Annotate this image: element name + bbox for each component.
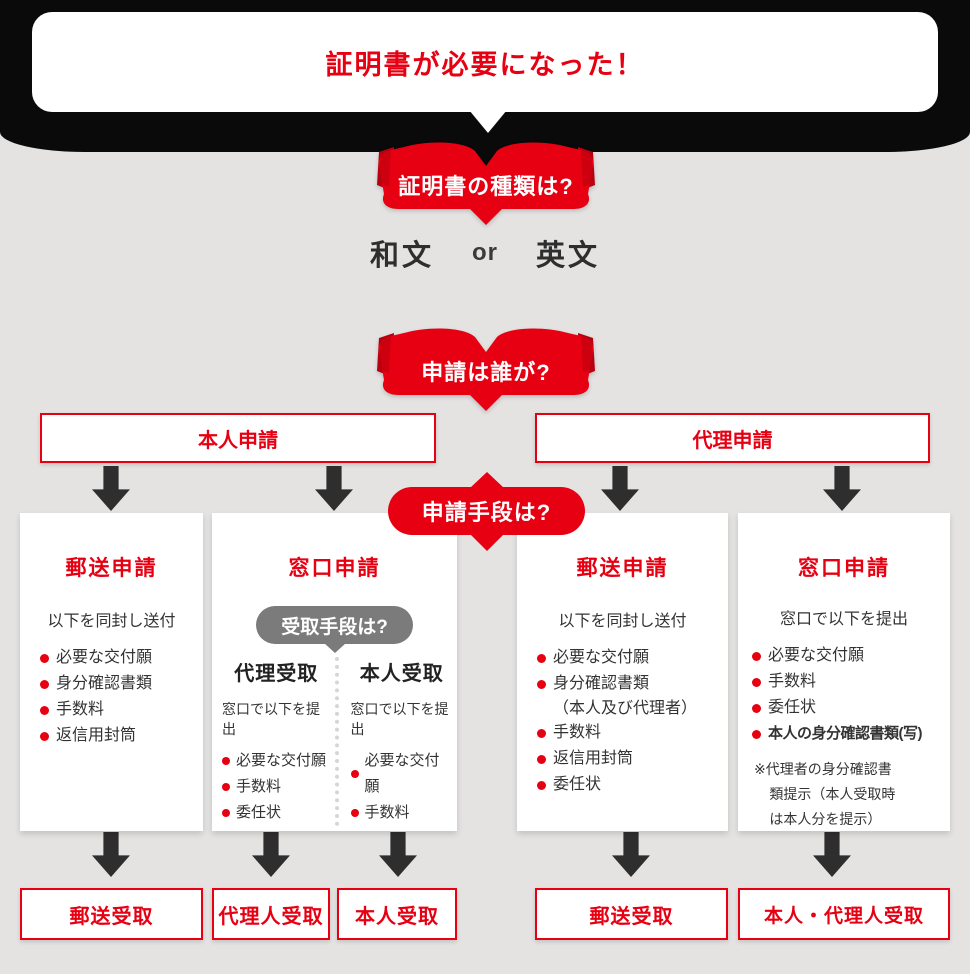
ribbon-who-applies: 申請は誰が? (374, 325, 598, 417)
option-or: or (472, 239, 498, 266)
bullet-dot-icon (350, 809, 359, 817)
result-box-mail-receive: 郵送受取 (535, 888, 728, 940)
bullet-dot-icon (40, 731, 49, 741)
list-item: 委任状 (752, 695, 940, 721)
card-bullet-list: 必要な交付願 身分確認書類 手数料 返信用封筒 (20, 645, 203, 749)
bubble-application-method: 申請手段は? (388, 472, 585, 551)
type-options-row: 和文 or 英文 (0, 232, 970, 274)
arrow-down-icon (379, 832, 417, 877)
card-bullet-list: 必要な交付願 手数料 委任状 本人の身分確認書類(写) (738, 643, 950, 747)
arrow-down-icon (315, 466, 353, 511)
card-subtitle: 窓口で以下を提出 (779, 611, 908, 628)
list-item: 返信用封筒 (40, 723, 193, 749)
question-application-method: 申請手段は? (421, 500, 552, 525)
bullet-dot-icon (752, 677, 761, 687)
list-item: 身分確認書類 (40, 671, 193, 697)
card-mail-proxy: 郵送申請 以下を同封し送付 必要な交付願 身分確認書類 （本人及び代理者） 手数… (517, 513, 728, 831)
bullet-dot-icon (537, 754, 546, 764)
bullet-dot-icon (40, 705, 49, 715)
column-title: 代理受取 (234, 663, 319, 685)
bullet-dot-icon (537, 653, 546, 663)
question-certificate-type: 証明書の種類は? (398, 174, 574, 199)
bullet-dot-icon (537, 728, 546, 738)
bullet-dot-icon (752, 651, 761, 661)
card-title: 窓口申請 (288, 557, 381, 580)
list-item: 手数料 (752, 669, 940, 695)
question-receive-method: 受取手段は? (281, 616, 388, 638)
list-item-subline: （本人及び代理者） (553, 700, 698, 717)
result-box-self-receive: 本人受取 (337, 888, 457, 940)
result-box-self-or-proxy-receive: 本人・代理人受取 (738, 888, 950, 940)
card-title: 窓口申請 (798, 557, 890, 580)
list-item: 必要な交付願 (537, 645, 718, 671)
bullet-dot-icon (40, 679, 49, 689)
card-window-self: 窓口申請 受取手段は? 代理受取 窓口で以下を提出 必要な交付願 手数料 委任状… (212, 513, 457, 831)
arrow-down-icon (813, 832, 851, 877)
ribbon-shape (377, 328, 595, 411)
option-japanese: 和文 (369, 240, 434, 272)
receive-columns: 代理受取 窓口で以下を提出 必要な交付願 手数料 委任状 本人受取 窓口で以下を… (212, 657, 457, 826)
option-english: 英文 (536, 240, 601, 272)
applicant-box-proxy: 代理申請 (535, 413, 930, 463)
column-bullet-list: 必要な交付願 手数料 (350, 748, 454, 826)
list-item: 手数料 (350, 800, 454, 826)
result-box-mail-receive: 郵送受取 (20, 888, 203, 940)
list-item: 必要な交付願 (222, 748, 331, 774)
result-box-proxy-receive: 代理人受取 (212, 888, 330, 940)
intro-title: 証明書が必要になった！ (325, 49, 645, 80)
bullet-dot-icon (537, 679, 546, 689)
arrow-down-icon (823, 466, 861, 511)
column-subtitle: 窓口で以下を提出 (350, 701, 449, 737)
list-item: 手数料 (222, 774, 331, 800)
arrow-down-icon (612, 832, 650, 877)
bullet-dot-icon (752, 729, 761, 739)
list-item: 本人の身分確認書類(写) (752, 721, 940, 747)
card-note: ※代理者の身分確認書 類提示（本人受取時 は本人分を提示） (754, 761, 896, 827)
card-title: 郵送申請 (576, 557, 669, 580)
arrow-down-icon (252, 832, 290, 877)
bullet-dot-icon (222, 809, 230, 817)
bullet-dot-icon (752, 703, 761, 713)
intro-box: 証明書が必要になった！ (32, 12, 938, 112)
bullet-dot-icon (40, 653, 49, 663)
bubble-receive-method: 受取手段は? (256, 606, 413, 653)
column-subtitle: 窓口で以下を提出 (222, 701, 320, 737)
bullet-dot-icon (222, 783, 230, 791)
arrow-down-icon (92, 832, 130, 877)
list-item: 手数料 (537, 720, 718, 746)
card-subtitle: 以下を同封し送付 (558, 613, 687, 630)
bullet-dot-icon (537, 780, 546, 790)
column-self-receive: 本人受取 窓口で以下を提出 必要な交付願 手数料 (334, 657, 458, 826)
bullet-dot-icon (222, 757, 230, 765)
list-item: 返信用封筒 (537, 746, 718, 772)
question-who-applies: 申請は誰が? (421, 360, 551, 385)
list-item: 必要な交付願 (40, 645, 193, 671)
arrow-down-icon (92, 466, 130, 511)
column-title: 本人受取 (359, 663, 444, 685)
list-item: 委任状 (222, 800, 331, 826)
card-subtitle: 以下を同封し送付 (47, 613, 176, 630)
list-item: 必要な交付願 (752, 643, 940, 669)
list-item: 必要な交付願 (350, 748, 454, 800)
list-item: 委任状 (537, 772, 718, 798)
card-mail-self: 郵送申請 以下を同封し送付 必要な交付願 身分確認書類 手数料 返信用封筒 (20, 513, 203, 831)
card-bullet-list: 必要な交付願 身分確認書類 （本人及び代理者） 手数料 返信用封筒 委任状 (517, 645, 728, 798)
column-bullet-list: 必要な交付願 手数料 委任状 (222, 748, 331, 826)
applicant-box-self: 本人申請 (40, 413, 436, 463)
ribbon-certificate-type: 証明書の種類は? (374, 139, 598, 231)
list-item: 身分確認書類 (537, 671, 718, 697)
list-item: 手数料 (40, 697, 193, 723)
arrow-down-icon (601, 466, 639, 511)
ribbon-shape (377, 142, 595, 225)
card-window-proxy: 窓口申請 窓口で以下を提出 必要な交付願 手数料 委任状 本人の身分確認書類(写… (738, 513, 950, 831)
bullet-dot-icon (350, 770, 359, 778)
column-proxy-receive: 代理受取 窓口で以下を提出 必要な交付願 手数料 委任状 (212, 657, 335, 826)
card-title: 郵送申請 (65, 557, 158, 580)
